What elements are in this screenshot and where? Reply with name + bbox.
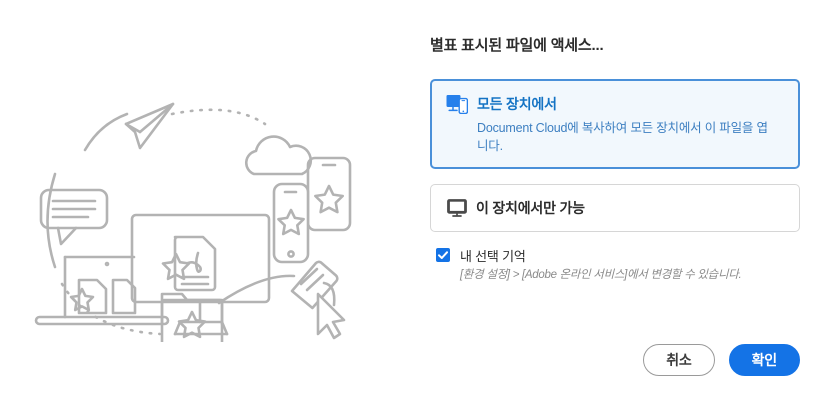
remember-choice-checkbox[interactable] xyxy=(436,248,450,262)
flow-arc-upper-left xyxy=(83,112,129,152)
options-panel: 별표 표시된 파일에 액세스... 모든 장치에서 Document Cloud… xyxy=(430,0,840,420)
option-all-devices-header: 모든 장치에서 xyxy=(446,94,782,114)
folder-with-star-icon xyxy=(160,292,224,342)
cloud-sync-devices-illustration xyxy=(22,62,412,342)
phone-with-star-icon xyxy=(272,182,310,264)
option-this-device[interactable]: 이 장치에서만 가능 xyxy=(430,184,800,232)
flow-arc-lower-right xyxy=(217,274,296,305)
option-this-device-title: 이 장치에서만 가능 xyxy=(476,200,585,216)
monitor-icon xyxy=(447,199,467,217)
option-all-devices-title: 모든 장치에서 xyxy=(477,96,557,112)
speech-bubble-icon xyxy=(39,188,109,246)
option-all-devices[interactable]: 모든 장치에서 Document Cloud에 복사하여 모든 장치에서 이 파… xyxy=(430,79,800,169)
monitor-phone-icon xyxy=(446,94,469,114)
tablet-with-star-icon xyxy=(306,156,352,232)
option-all-devices-description: Document Cloud에 복사하여 모든 장치에서 이 파일을 엽니다. xyxy=(477,121,768,154)
remember-choice-label: 내 선택 기억 xyxy=(460,249,526,264)
flow-arc-left xyxy=(46,172,57,269)
dialog-button-row: 취소 확인 xyxy=(430,344,800,376)
laptop-with-documents-icon xyxy=(34,255,170,326)
cloud-icon xyxy=(244,135,312,176)
page-title: 별표 표시된 파일에 액세스... xyxy=(430,37,604,54)
paper-airplane-icon xyxy=(124,102,175,150)
confirm-button[interactable]: 확인 xyxy=(728,344,800,376)
remember-choice-hint: [환경 설정] > [Adobe 온라인 서비스]에서 변경할 수 있습니다. xyxy=(460,269,742,281)
option-this-device-header: 이 장치에서만 가능 xyxy=(447,198,585,218)
flow-arc-lower-left-dotted xyxy=(60,282,162,336)
flow-arc-upper-right-dotted xyxy=(170,108,267,126)
document-with-cursor-icon xyxy=(290,260,346,340)
cancel-button[interactable]: 취소 xyxy=(643,344,715,376)
